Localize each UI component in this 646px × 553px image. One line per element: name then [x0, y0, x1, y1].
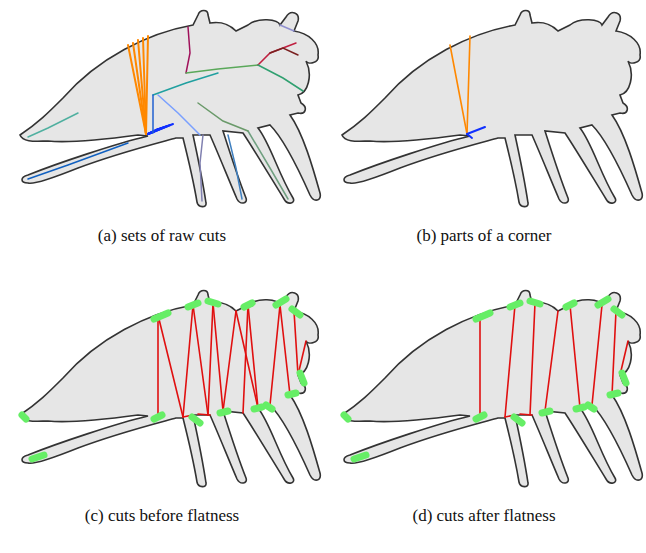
cut: [545, 311, 558, 411]
raw-cut: [152, 95, 154, 133]
raw-cut: [228, 135, 242, 199]
cut: [570, 305, 580, 408]
cut: [158, 315, 183, 417]
concavity-mark: [192, 417, 200, 423]
concavity-mark: [276, 299, 286, 305]
raw-cut: [158, 95, 200, 135]
cut: [236, 311, 258, 408]
panel-caption: (c) cuts before flatness: [85, 506, 239, 526]
cut: [530, 303, 535, 415]
cut: [294, 311, 298, 375]
raw-cut: [198, 103, 248, 131]
raw-cut: [280, 25, 294, 31]
cut: [208, 303, 213, 415]
concavity-mark: [622, 373, 626, 383]
raw-cut: [258, 65, 303, 91]
cut: [270, 305, 280, 405]
concavity-mark: [542, 411, 550, 413]
concavity-mark: [154, 415, 162, 419]
cut: [248, 305, 258, 408]
cut: [223, 311, 236, 411]
cut: [193, 305, 208, 415]
concavity-mark: [476, 415, 484, 419]
corner-part: [467, 134, 472, 138]
cut: [520, 414, 532, 415]
raw-cut: [148, 124, 173, 134]
raw-cut: [186, 27, 190, 73]
bug-outline: [20, 11, 320, 207]
raw-cut: [200, 135, 203, 201]
panel-caption: (b) parts of a corner: [417, 226, 552, 246]
bug-panel: [20, 11, 320, 207]
raw-cut: [258, 43, 296, 65]
cut: [157, 315, 159, 416]
concavity-mark: [598, 299, 608, 305]
bug-outline: [342, 291, 642, 487]
raw-cut: [28, 113, 78, 137]
cut: [183, 305, 193, 417]
concavity-mark: [514, 417, 522, 423]
concavity-mark: [476, 313, 490, 319]
cut: [213, 303, 223, 411]
concavity-mark: [510, 303, 520, 307]
concavity-mark: [244, 303, 252, 307]
cut: [479, 315, 481, 416]
concavity-mark: [292, 309, 300, 315]
cut: [505, 305, 515, 417]
concavity-mark: [566, 303, 574, 307]
raw-cut: [153, 73, 218, 95]
concavity-mark: [254, 407, 262, 409]
corner-part: [450, 45, 467, 134]
bug-panel: [342, 11, 642, 207]
bug-panel: [342, 291, 642, 487]
bug-outline: [20, 291, 320, 487]
concavity-mark: [530, 301, 540, 304]
bug-outline: [342, 11, 642, 207]
concavity-mark: [32, 455, 44, 459]
cut: [280, 305, 290, 395]
corner-part: [467, 127, 485, 134]
cut: [198, 414, 210, 415]
concavity-mark: [154, 313, 168, 319]
cut: [612, 311, 616, 395]
bug-panel: [20, 291, 320, 487]
concavity-mark: [300, 373, 304, 383]
concavity-mark: [614, 309, 622, 315]
raw-cut: [186, 65, 258, 73]
panel-caption: (d) cuts after flatness: [412, 506, 555, 526]
concavity-mark: [610, 393, 618, 395]
concavity-mark: [22, 415, 26, 419]
concavity-mark: [288, 393, 296, 395]
concavity-mark: [354, 455, 366, 459]
raw-cut: [146, 36, 148, 134]
concavity-mark: [588, 405, 594, 409]
concavity-mark: [266, 405, 272, 409]
raw-cut: [28, 143, 128, 179]
raw-cut: [270, 48, 298, 55]
cut: [592, 305, 602, 405]
concavity-mark: [576, 407, 584, 409]
concavity-mark: [188, 303, 198, 307]
corner-part: [467, 36, 470, 134]
panel-caption: (a) sets of raw cuts: [98, 226, 226, 246]
raw-cut: [248, 131, 288, 199]
concavity-mark: [208, 301, 218, 304]
concavity-mark: [220, 411, 228, 413]
concavity-mark: [344, 415, 348, 419]
